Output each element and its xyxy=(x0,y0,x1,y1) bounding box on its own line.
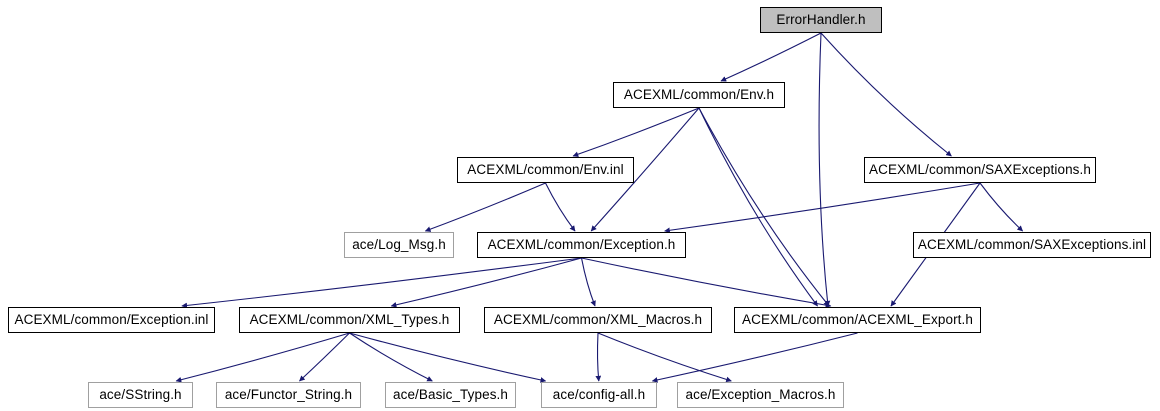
node-label: ace/config-all.h xyxy=(552,387,646,403)
node-acexml-common-exception-inl[interactable]: ACEXML/common/Exception.inl xyxy=(8,307,215,333)
node-label: ACEXML/common/XML_Types.h xyxy=(249,312,450,328)
node-label: ACEXML/common/XML_Macros.h xyxy=(493,312,703,328)
node-label: ace/SString.h xyxy=(99,387,182,403)
node-ace-sstring-h[interactable]: ace/SString.h xyxy=(88,382,193,408)
node-label: ace/Exception_Macros.h xyxy=(685,387,836,403)
node-acexml-common-saxexceptions-h[interactable]: ACEXML/common/SAXExceptions.h xyxy=(864,157,1096,183)
node-acexml-common-xml-types-h[interactable]: ACEXML/common/XML_Types.h xyxy=(239,307,460,333)
node-label: ACEXML/common/Env.h xyxy=(623,87,775,103)
node-label: ACEXML/common/ACEXML_Export.h xyxy=(742,312,973,328)
node-ace-log-msg-h[interactable]: ace/Log_Msg.h xyxy=(344,232,454,258)
node-acexml-common-exception-h[interactable]: ACEXML/common/Exception.h xyxy=(477,232,686,258)
node-label: ErrorHandler.h xyxy=(776,12,866,28)
node-acexml-common-env-inl[interactable]: ACEXML/common/Env.inl xyxy=(457,157,634,183)
node-label: ace/Functor_String.h xyxy=(224,387,353,403)
node-ace-basic-types-h[interactable]: ace/Basic_Types.h xyxy=(385,382,516,408)
node-label: ACEXML/common/SAXExceptions.inl xyxy=(917,237,1147,253)
node-acexml-common-acexml-export-h[interactable]: ACEXML/common/ACEXML_Export.h xyxy=(734,307,981,333)
node-acexml-common-env-h[interactable]: ACEXML/common/Env.h xyxy=(613,82,785,108)
node-errorhandler[interactable]: ErrorHandler.h xyxy=(760,7,882,33)
node-ace-config-all-h[interactable]: ace/config-all.h xyxy=(541,382,657,408)
node-label: ACEXML/common/Exception.h xyxy=(487,237,676,253)
node-ace-functor-string-h[interactable]: ace/Functor_String.h xyxy=(216,382,361,408)
node-acexml-common-xml-macros-h[interactable]: ACEXML/common/XML_Macros.h xyxy=(484,307,712,333)
node-label: ace/Log_Msg.h xyxy=(352,237,446,253)
node-label: ACEXML/common/SAXExceptions.h xyxy=(869,162,1091,178)
edge-paths xyxy=(175,32,1024,383)
node-label: ace/Basic_Types.h xyxy=(392,387,508,403)
node-acexml-common-saxexceptions-inl[interactable]: ACEXML/common/SAXExceptions.inl xyxy=(913,232,1151,258)
node-label: ACEXML/common/Exception.inl xyxy=(14,312,209,328)
node-label: ACEXML/common/Env.inl xyxy=(467,162,624,178)
node-ace-exception-macros-h[interactable]: ace/Exception_Macros.h xyxy=(677,382,844,408)
